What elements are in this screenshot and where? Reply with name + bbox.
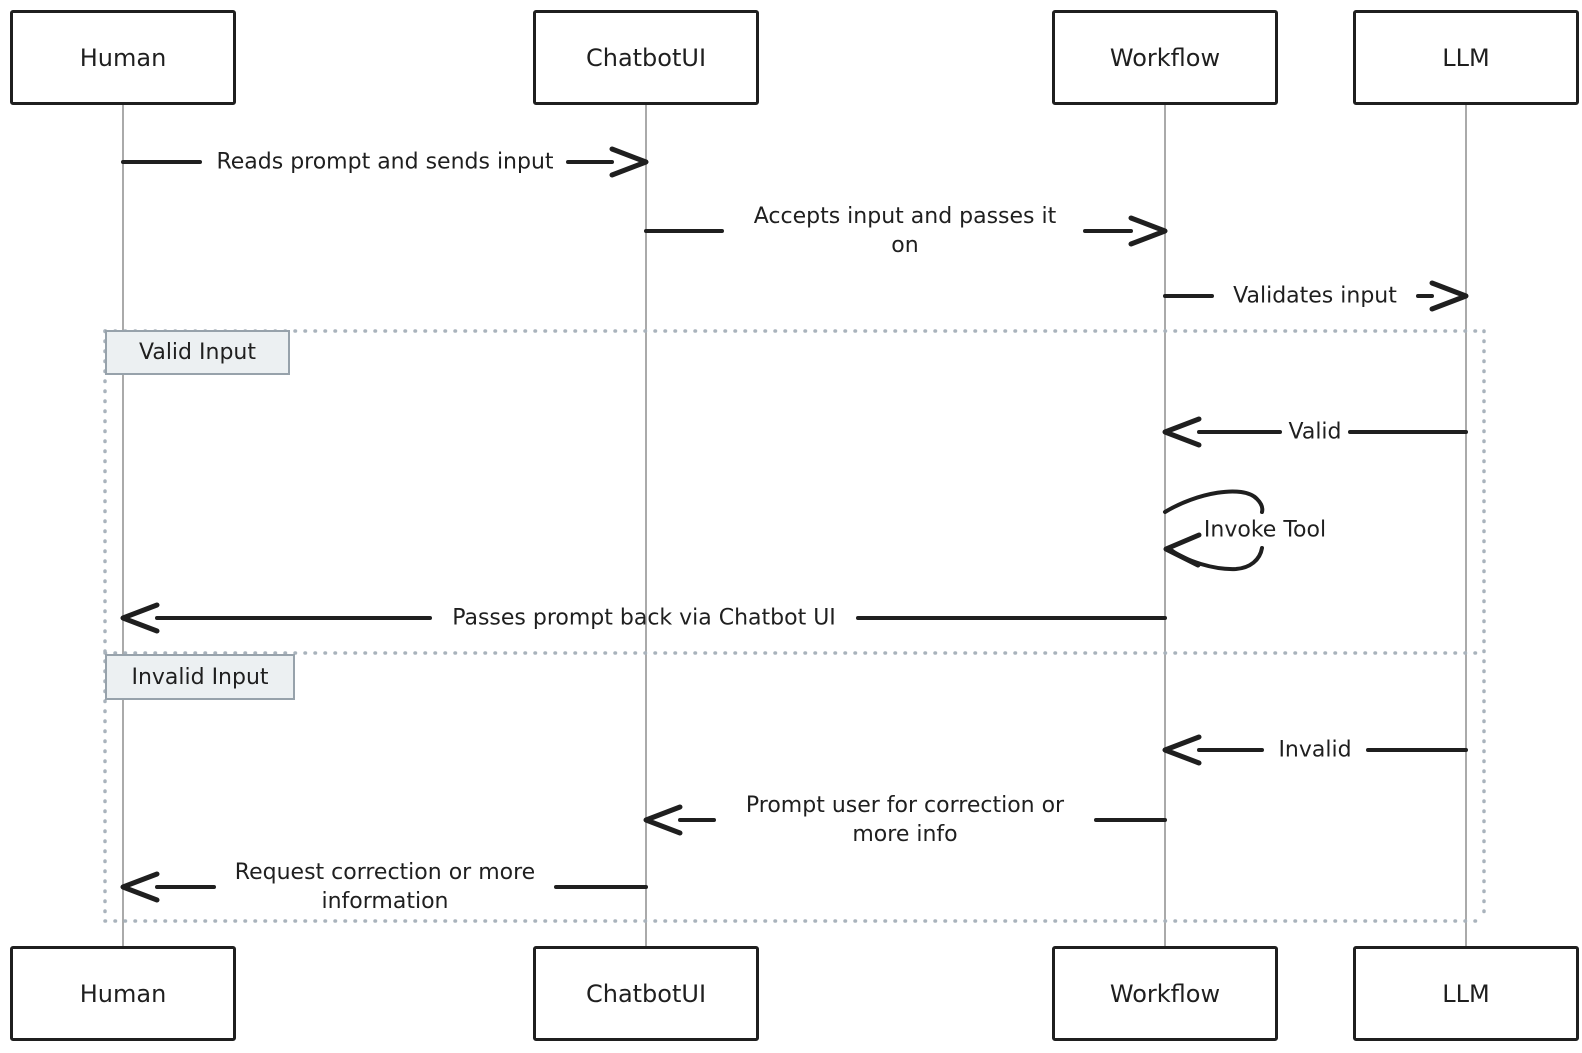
arrow-request-correction [120,871,648,903]
actor-label-chatbotui-bottom: ChatbotUI [585,979,707,1008]
actor-box-llm-bottom: LLM [1353,946,1579,1041]
arrow-valid [1162,416,1468,448]
actor-box-chatbotui-bottom: ChatbotUI [533,946,759,1041]
actor-label-human-top: Human [79,43,167,72]
message-label-validates-input: Validates input [1233,283,1397,309]
message-label-invoke-tool: Invoke Tool [1203,517,1327,543]
alt-section-label-valid-input: Valid Input [105,330,290,375]
actor-box-workflow-top: Workflow [1052,10,1278,105]
arrow-invoke-tool-loop [1163,489,1265,572]
actor-box-human-bottom: Human [10,946,236,1041]
actor-label-chatbotui-top: ChatbotUI [585,43,707,72]
actor-label-workflow-bottom: Workflow [1109,979,1221,1008]
alt-section-label-invalid-input: Invalid Input [105,654,295,700]
arrow-passes-prompt-back [120,602,1167,634]
actor-box-human-top: Human [10,10,236,105]
lifelines [122,103,1467,948]
actor-label-llm-top: LLM [1442,43,1490,72]
actor-label-human-bottom: Human [79,979,167,1008]
message-label-prompt-user-correction: Prompt user for correction or more info [745,793,1065,847]
arrow-reads-prompt [121,146,649,178]
message-label-request-correction: Request correction or more information [234,860,536,914]
actor-box-workflow-bottom: Workflow [1052,946,1278,1041]
arrow-accepts-input [644,215,1168,247]
actor-label-workflow-top: Workflow [1109,43,1221,72]
alt-frame [103,329,1486,923]
message-label-passes-prompt-back: Passes prompt back via Chatbot UI [452,605,836,631]
actor-box-chatbotui-top: ChatbotUI [533,10,759,105]
message-label-invalid: Invalid [1278,737,1352,763]
arrow-validates-input [1163,280,1469,312]
arrow-prompt-user-correction [643,804,1167,836]
actor-label-llm-bottom: LLM [1442,979,1490,1008]
arrow-invalid [1162,734,1468,766]
message-label-reads-prompt: Reads prompt and sends input [216,149,554,175]
message-label-valid: Valid [1288,419,1342,445]
actor-box-llm-top: LLM [1353,10,1579,105]
message-label-accepts-input: Accepts input and passes it on [753,204,1057,258]
